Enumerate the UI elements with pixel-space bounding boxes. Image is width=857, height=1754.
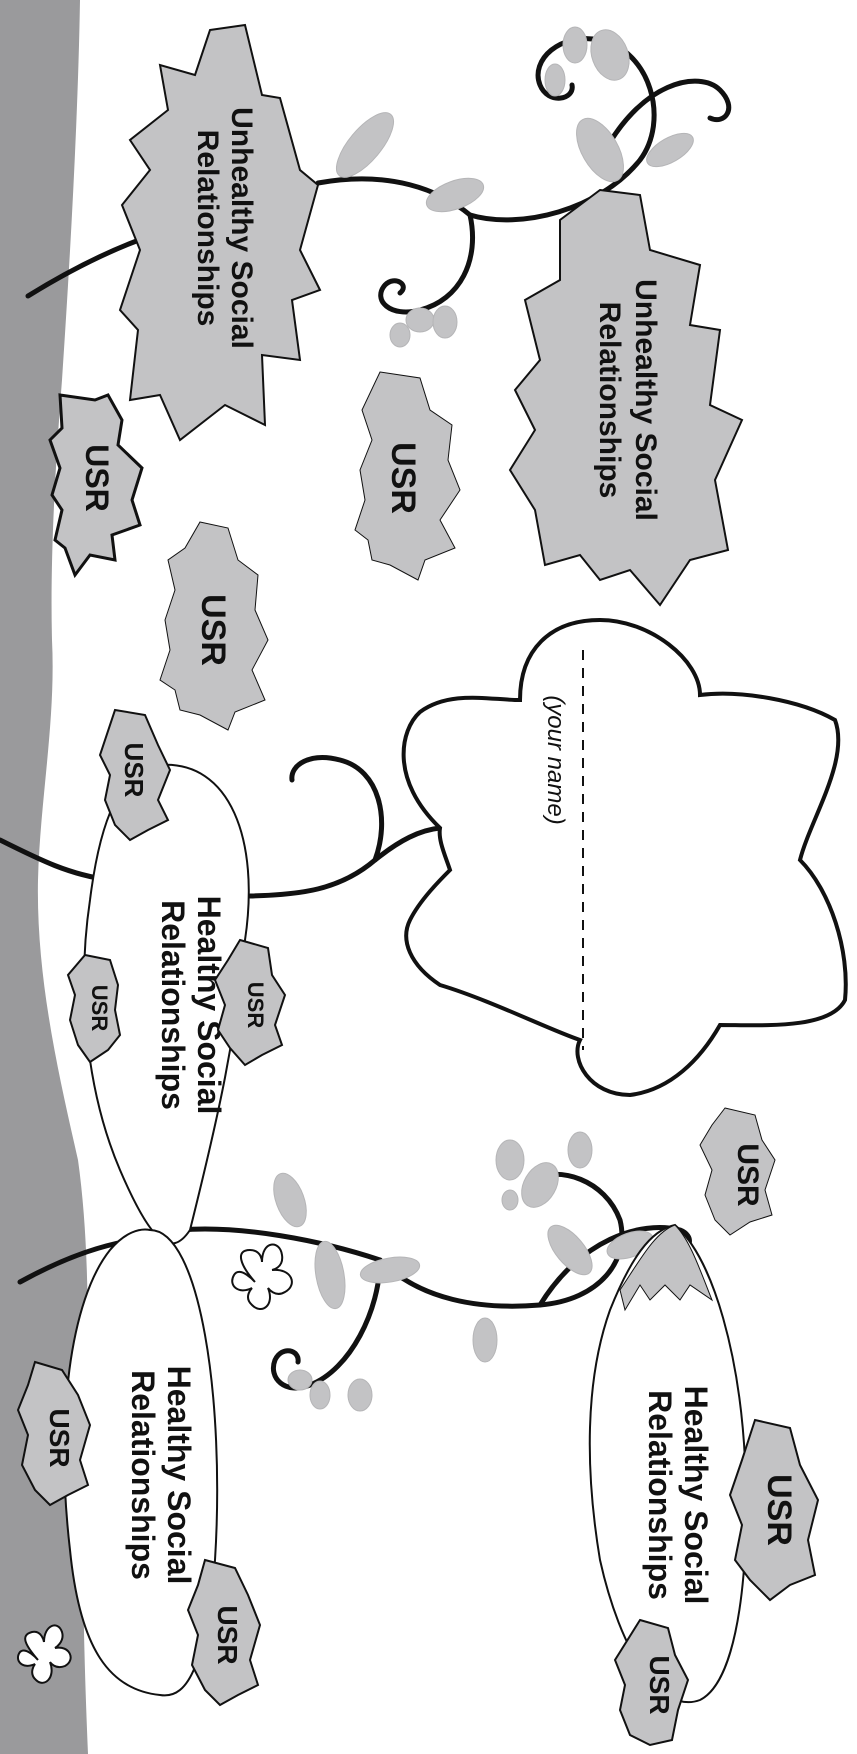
- usr-label-11: USR: [731, 1143, 764, 1207]
- usr-label-2: USR: [194, 594, 232, 666]
- usr-label-10: USR: [644, 1655, 675, 1714]
- usr-label-8: USR: [212, 1605, 243, 1664]
- usr-burst-2: USR: [160, 522, 268, 730]
- usr-burst-11: USR: [700, 1108, 775, 1235]
- usr-label-9: USR: [760, 1474, 798, 1546]
- unhealthy-left-line2: Relationships: [191, 130, 224, 327]
- unhealthy-right-line2: Relationships: [593, 302, 626, 499]
- unhealthy-cloud-left: Unhealthy Social Relationships: [120, 25, 320, 440]
- usr-burst-8: USR: [188, 1560, 260, 1705]
- small-flower-1: [232, 1245, 292, 1309]
- unhealthy-right-line1: Unhealthy Social: [629, 279, 662, 521]
- healthy-middle-line1: Healthy Social: [191, 896, 227, 1115]
- healthy-right-line2: Relationships: [642, 1390, 678, 1600]
- unhealthy-cloud-right: Unhealthy Social Relationships: [510, 190, 742, 605]
- name-flower: (your name): [404, 620, 846, 1095]
- healthy-right-line1: Healthy Social: [678, 1386, 714, 1605]
- your-name-caption: (your name): [542, 695, 569, 824]
- usr-label-1: USR: [79, 444, 115, 512]
- healthy-bl-line1: Healthy Social: [161, 1366, 197, 1585]
- usr-label-4: USR: [119, 743, 149, 798]
- usr-burst-3: USR: [355, 372, 460, 580]
- healthy-bl-line2: Relationships: [125, 1370, 161, 1580]
- unhealthy-left-line1: Unhealthy Social: [225, 107, 258, 349]
- usr-label-6: USR: [87, 985, 112, 1032]
- usr-burst-6: USR: [68, 955, 120, 1062]
- usr-burst-1: USR: [50, 395, 142, 575]
- healthy-middle-line2: Relationships: [155, 900, 191, 1110]
- usr-label-3: USR: [384, 442, 422, 514]
- usr-label-5: USR: [243, 982, 268, 1029]
- usr-label-7: USR: [44, 1408, 75, 1467]
